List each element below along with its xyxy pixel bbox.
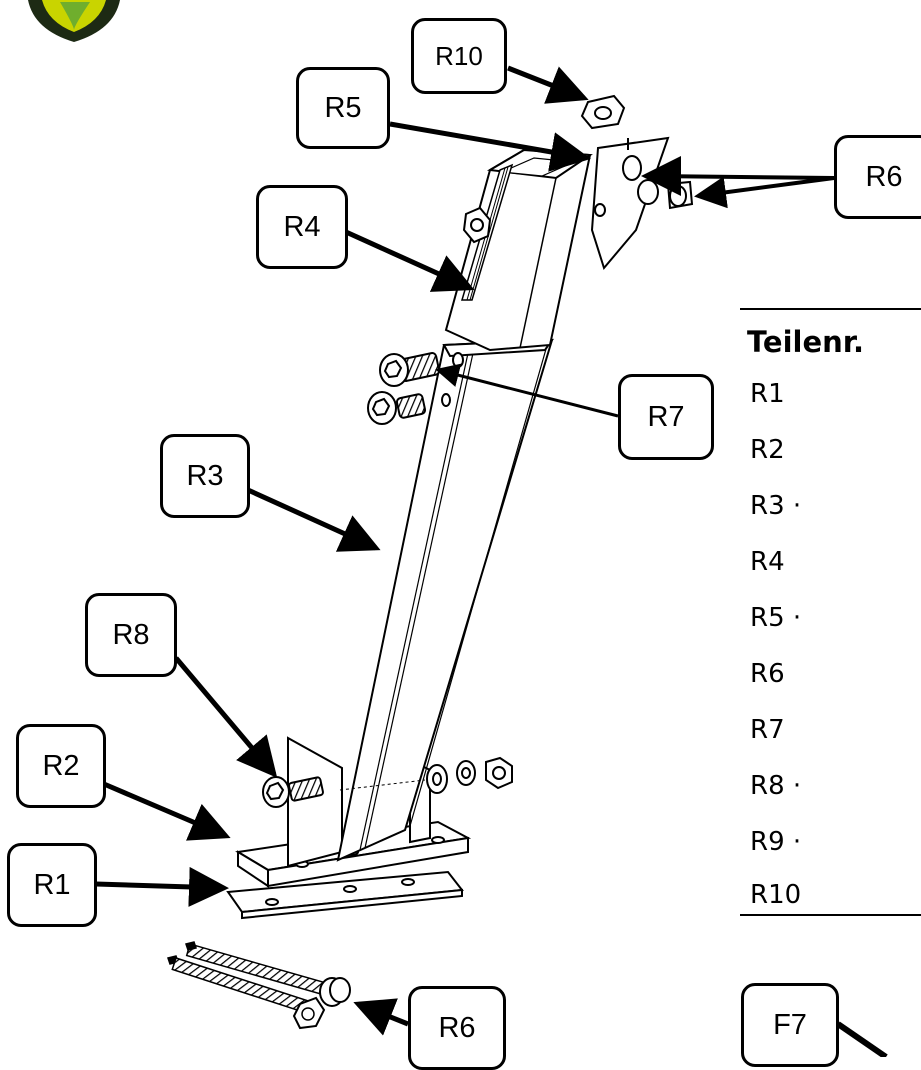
parts-row: R4 [750,547,785,577]
callout-r4: R4 [256,185,348,269]
callout-r8: R8 [85,593,177,677]
logo-icon [28,0,120,42]
table-top-rule [740,308,921,310]
callout-r6-bottom: R6 [408,986,506,1070]
base-plate [226,870,464,920]
parts-table: Teilenr. R1 R2 R3 · R4 R5 · R6 R7 R8 · R… [740,308,921,916]
parts-row: R1 [750,379,785,409]
leader-arrows [95,65,888,1057]
callout-r6-top: R6 [834,135,921,219]
parts-row: R8 · [750,771,802,801]
parts-row: R6 [750,659,785,689]
lag-screws [167,941,351,1030]
r4-bolt [462,206,492,244]
lower-washers [339,756,513,794]
callout-r3: R3 [160,434,250,518]
r7-screws [367,352,464,425]
callout-r1: R1 [7,843,97,927]
parts-row: R9 · [750,827,802,857]
callout-r7: R7 [618,374,714,460]
r8-bolt [262,776,324,808]
table-bottom-rule [740,914,921,916]
inner-tube [444,148,593,352]
parts-row: R3 · [750,491,802,521]
callout-r10: R10 [411,18,507,94]
parts-row: R2 [750,435,785,465]
parts-row: R10 [750,880,802,910]
parts-row: R5 · [750,603,802,633]
r10-nut [580,94,626,130]
callout-f7: F7 [741,983,839,1067]
parts-row: R7 [750,715,785,745]
parts-table-header: Teilenr. [747,325,864,359]
callout-r2: R2 [16,724,106,808]
callout-r5: R5 [296,67,390,149]
